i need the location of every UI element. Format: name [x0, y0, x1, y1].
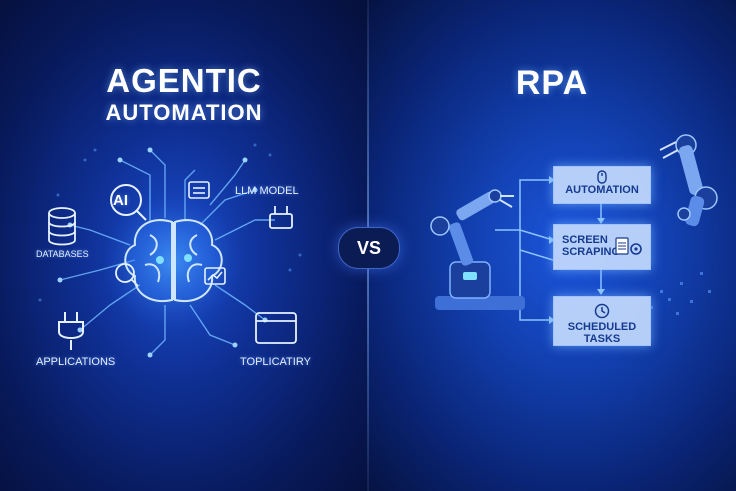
- magnifier-icon: [115, 263, 139, 287]
- mouse-icon: [597, 170, 607, 184]
- ai-search-icon: [110, 184, 147, 221]
- screen-scraping-step-box: SCREEN SCRAPING: [553, 224, 651, 270]
- applications-label: APPLICATIONS: [36, 356, 116, 368]
- brain-icon: [124, 219, 223, 303]
- automation-step-box: AUTOMATION: [553, 166, 651, 204]
- database-icon: [48, 207, 76, 246]
- rpa-panel: [368, 0, 736, 491]
- scraping-label: SCRAPING: [562, 246, 621, 258]
- rpa-title: RPA: [515, 64, 589, 102]
- automation-step-label: AUTOMATION: [565, 184, 639, 196]
- vs-badge: VS: [338, 227, 400, 269]
- plug-icon: [58, 312, 84, 350]
- chip-icon: [188, 181, 210, 199]
- automation-title: AUTOMATION: [105, 100, 263, 125]
- agentic-title: AGENTIC: [106, 62, 262, 99]
- scheduled-tasks-step-box: SCHEDULED TASKS: [553, 296, 651, 346]
- document-gear-icon: [615, 237, 642, 255]
- robot-arm-left-icon: [430, 189, 525, 310]
- screen-label: SCREEN: [562, 234, 608, 246]
- browser-window-icon: [255, 312, 297, 344]
- chart-monitor-icon: [204, 267, 226, 285]
- databases-label: DATABASES: [36, 249, 89, 259]
- ai-label: AI: [113, 192, 128, 209]
- clock-icon: [594, 303, 610, 319]
- llm-model-label: LLM MODEL: [235, 185, 299, 197]
- robot-arm-right-icon: [659, 134, 718, 227]
- scheduled-tasks-label: SCHEDULED TASKS: [567, 321, 637, 345]
- toplicatiry-label: TOPLICATIRY: [240, 356, 311, 368]
- router-icon: [269, 206, 293, 229]
